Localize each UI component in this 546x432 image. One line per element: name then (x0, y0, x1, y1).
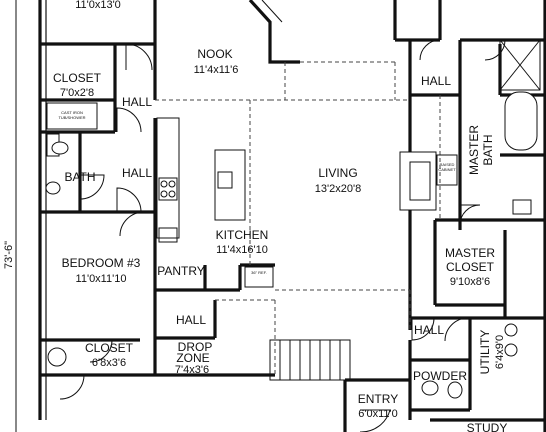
closet-bottom-dim: 6'8x3'6 (92, 357, 126, 369)
raised-cabinet-note-line2: CABINET (438, 167, 456, 172)
master-closet-label-line2: CLOSET (446, 260, 495, 274)
drop-zone-label-line1: DROP (178, 340, 213, 354)
hall-label-4: HALL (176, 313, 206, 327)
nook-dim: 11'4x11'6 (194, 64, 239, 76)
bath-label: BATH (64, 170, 95, 184)
master-closet-dim: 9'10x8'6 (450, 276, 490, 288)
utility-dim: 6'4x9'0 (494, 335, 506, 369)
kitchen-counters (156, 117, 274, 288)
master-bath-label-line1: MASTER (467, 125, 481, 175)
closet-top-dim: 7'0x2'8 (60, 87, 94, 99)
master-closet-label-line1: MASTER (445, 246, 495, 260)
bedroom3-label: BEDROOM #3 (62, 256, 141, 270)
kitchen-dim: 11'4x16'10 (216, 244, 268, 256)
fireplace (399, 151, 458, 211)
nook-label: NOOK (197, 47, 232, 61)
tub-note-line1: CAST IRON (61, 110, 83, 115)
master-bath-label-line2: BATH (481, 134, 495, 165)
bathroom-fixtures (45, 39, 541, 399)
closet-top-label: CLOSET (53, 71, 102, 85)
powder-label: POWDER (413, 369, 467, 383)
ref-note: 36" REF. (251, 270, 267, 275)
kitchen-label: KITCHEN (216, 228, 269, 242)
utility-label: UTILITY (478, 330, 492, 375)
drop-zone-dim: 7'4x3'6 (175, 364, 209, 376)
entry-dim: 6'0x11'0 (358, 408, 397, 420)
pantry-label: PANTRY (157, 264, 205, 278)
hall-label-5: HALL (414, 323, 444, 337)
overall-dimension: 73'-6" (3, 0, 17, 432)
drop-zone-label-line2: ZONE (176, 351, 209, 365)
living-dim: 13'2x20'8 (315, 183, 361, 195)
hall-label-3: HALL (421, 74, 451, 88)
dashed-lines (155, 61, 441, 375)
top-left-room-dim: 11'0x13'0 (75, 0, 121, 11)
hall-label-1: HALL (122, 95, 152, 109)
raised-cabinet-note-line1: RAISED (440, 162, 455, 167)
tub-note-line2: TUB/SHOWER (58, 115, 85, 120)
entry-label: ENTRY (358, 392, 398, 406)
living-label: LIVING (318, 166, 357, 180)
hall-label-2: HALL (122, 166, 152, 180)
overall-dimension-label: 73'-6" (3, 241, 15, 269)
closet-bottom-label: CLOSET (85, 341, 134, 355)
study-label: STUDY (467, 421, 508, 432)
walls (38, 0, 546, 432)
bedroom3-dim: 11'0x11'10 (76, 273, 127, 285)
stairs (269, 339, 351, 381)
